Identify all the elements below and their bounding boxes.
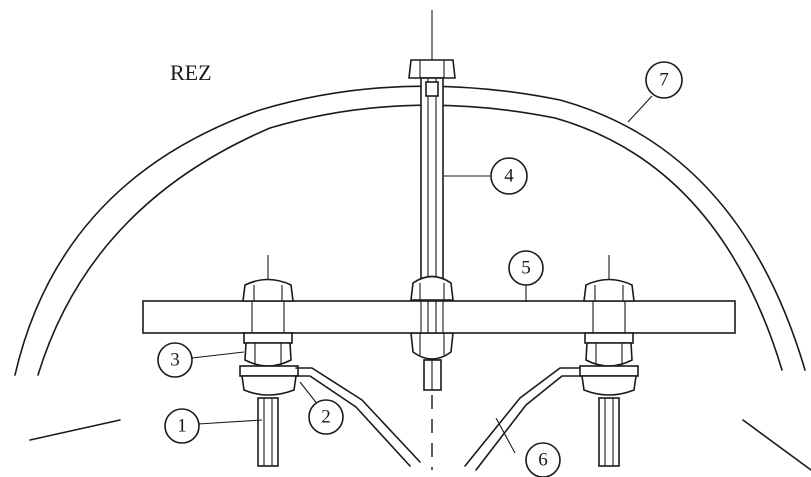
dome-cover	[14, 85, 811, 471]
central-bolt-through-plate	[420, 301, 444, 333]
callout-1-label: 1	[177, 416, 187, 437]
left-bolt-assembly	[239, 255, 299, 467]
callout-2: 2	[308, 399, 344, 435]
callout-7-label: 7	[659, 70, 669, 91]
right-bent-strap	[464, 367, 581, 467]
callout-4: 4	[490, 157, 528, 195]
callout-2-label: 2	[321, 407, 331, 428]
callout-3-label: 3	[170, 350, 180, 371]
callout-5: 5	[508, 250, 544, 286]
right-bolt-assembly	[579, 255, 639, 467]
figure-label: REZ	[170, 60, 212, 85]
callout-6: 6	[525, 442, 561, 477]
central-bolt	[408, 10, 456, 391]
callout-4-label: 4	[504, 166, 514, 187]
support-plate	[142, 300, 736, 334]
left-bent-strap	[295, 367, 421, 463]
leader-lines	[191, 95, 653, 454]
callout-7: 7	[645, 61, 683, 99]
callout-3: 3	[157, 342, 193, 378]
callout-1: 1	[164, 408, 200, 444]
callout-6-label: 6	[538, 450, 548, 471]
callout-5-label: 5	[521, 258, 531, 279]
